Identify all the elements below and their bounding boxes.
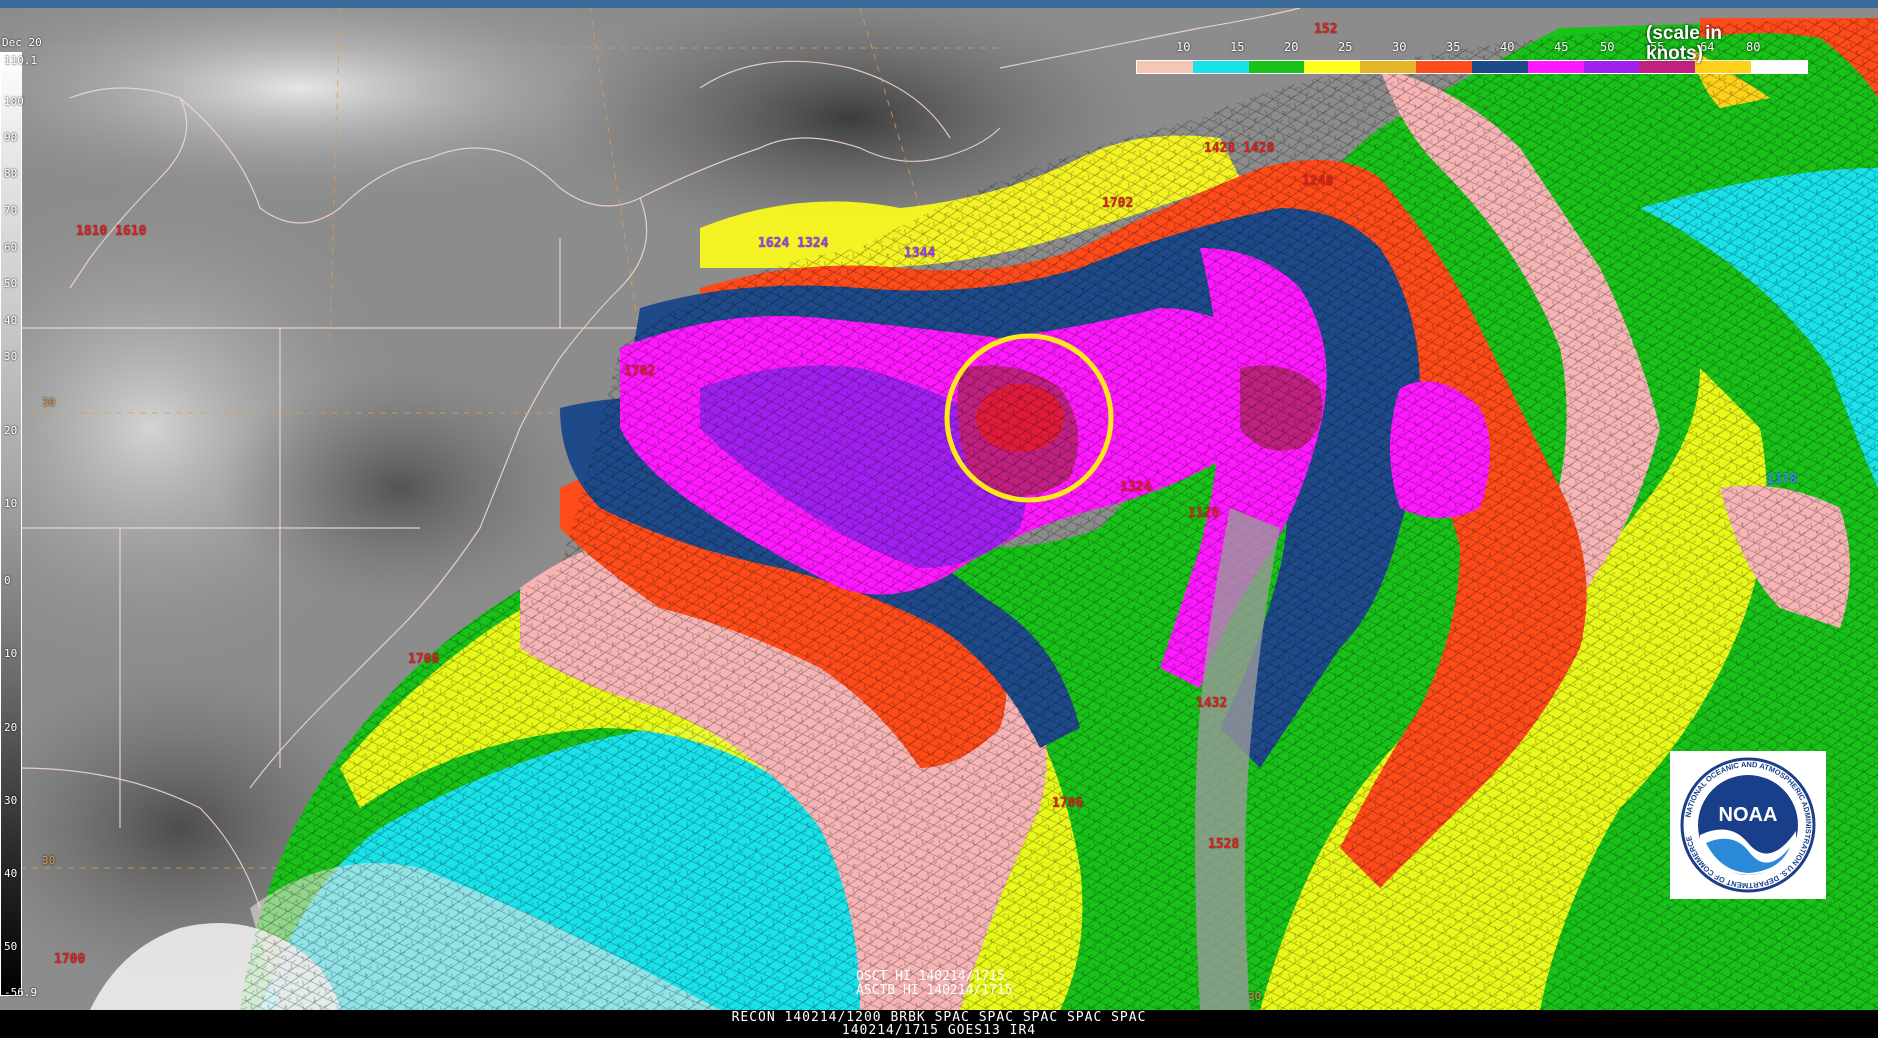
colorbar-tick: 40 [4,314,18,327]
station-label: 1432 [1196,696,1228,711]
noaa-emblem-icon: NOAA NATIONAL OCEANIC AND ATMOSPHERIC AD… [1680,757,1816,893]
scale-swatch [1192,61,1249,73]
colorbar-tick: 100 [4,95,24,108]
station-label: 1428 1428 [1204,141,1275,156]
scale-value: 20 [1284,40,1299,54]
station-label: 1702 [1102,196,1134,211]
data-source-overlay: OSCT HI 140214/1715 ASCTB HI 140214/1715 [856,970,1013,998]
cloud-region [0,8,720,208]
wind-scale-title-line: (scale in [1646,23,1723,44]
colorbar-tick: 50 [4,940,18,953]
station-label: 1344 [904,246,936,261]
scale-value: 80 [1746,40,1761,54]
scale-value: 10 [1176,40,1191,54]
cloud-region [220,368,580,608]
colorbar-tick: 80 [4,167,18,180]
station-label: 1706 [1052,796,1084,811]
scale-value: 64 [1700,40,1715,54]
colorbar-tick: 90 [4,131,18,144]
highlight-circle [944,333,1114,503]
scale-swatch [1416,61,1472,73]
colorbar-tick: 30 [4,794,18,807]
station-label: 1248 [1302,174,1334,189]
scale-swatch [1639,61,1696,73]
scale-value: 15 [1230,40,1245,54]
scale-swatch [1527,61,1584,73]
colorbar-tick: 20 [4,424,18,437]
scale-swatch [1695,61,1752,73]
scale-swatch [1248,61,1305,73]
scale-swatch [1471,61,1528,73]
station-label: 1700 [408,652,440,667]
colorbar-tick: 70 [4,204,18,217]
scale-swatch [1360,61,1417,73]
colorbar-tick: 0 [4,574,11,587]
scale-value: 25 [1338,40,1353,54]
colorbar-tick: 50 [4,277,18,290]
wind-scale-title-line: knots) [1646,43,1703,64]
station-label: 152 [1314,22,1338,37]
noaa-logo: NOAA NATIONAL OCEANIC AND ATMOSPHERIC AD… [1670,751,1826,899]
scale-value: 45 [1554,40,1569,54]
wind-barbs-texture [240,18,1878,1010]
footer-bar: RECON 140214/1200 BRBK SPAC SPAC SPAC SP… [0,1010,1878,1038]
colorbar-tick: 60 [4,241,18,254]
overlay-line: OSCT HI 140214/1715 [856,969,1005,984]
brightness-colorbar [0,52,22,996]
station-label: 1528 [1208,837,1240,852]
scale-swatch [1751,61,1807,73]
colorbar-tick: 40 [4,867,18,880]
scale-value: 30 [1392,40,1407,54]
scale-value: 40 [1500,40,1515,54]
wind-scale-legend [1136,60,1808,74]
latitude-label: 30 [42,396,56,409]
station-label: 1702 [624,364,656,379]
station-label: 1810 1610 [76,224,147,239]
station-label: 1324 [1120,480,1152,495]
latitude-label: 30 [1248,990,1262,1003]
footer-line-goes: 140214/1715 GOES13 IR4 [841,1023,1037,1038]
colorbar-tick: 20 [4,721,18,734]
station-label: 1378 [1766,472,1798,487]
window-top-bar [0,0,1878,8]
colorbar-tick: 10 [4,647,18,660]
cloud-gap [1195,508,1280,1010]
colorbar-top-value: 110.1 [4,54,38,67]
colorbar-tick: 10 [4,497,18,510]
station-label: 1126 [1188,506,1220,521]
colorbar-tick: 30 [4,350,18,363]
scale-value: 35 [1446,40,1461,54]
noaa-logo-text: NOAA [1719,804,1778,826]
land-borders [19,8,1301,909]
overlay-line: ASCTB HI 140214/1715 [856,983,1013,998]
footer-line-recon: RECON 140214/1200 BRBK SPAC SPAC SPAC SP… [731,1010,1147,1025]
scale-value: 50 [1600,40,1615,54]
latitude-label: 30 [42,854,56,867]
scale-swatch [1583,61,1640,73]
satellite-wind-map [0,8,1878,1010]
date-label: Dec 20 [2,36,42,49]
scale-value: 55 [1650,40,1665,54]
scale-swatch [1137,61,1193,73]
station-label: 1700 [54,952,86,967]
scale-swatch [1304,61,1361,73]
colorbar-bottom-value: -56.9 [4,986,38,999]
station-label: 1624 1324 [758,236,829,251]
wind-scale-title: (scale in knots) [1646,24,1722,64]
